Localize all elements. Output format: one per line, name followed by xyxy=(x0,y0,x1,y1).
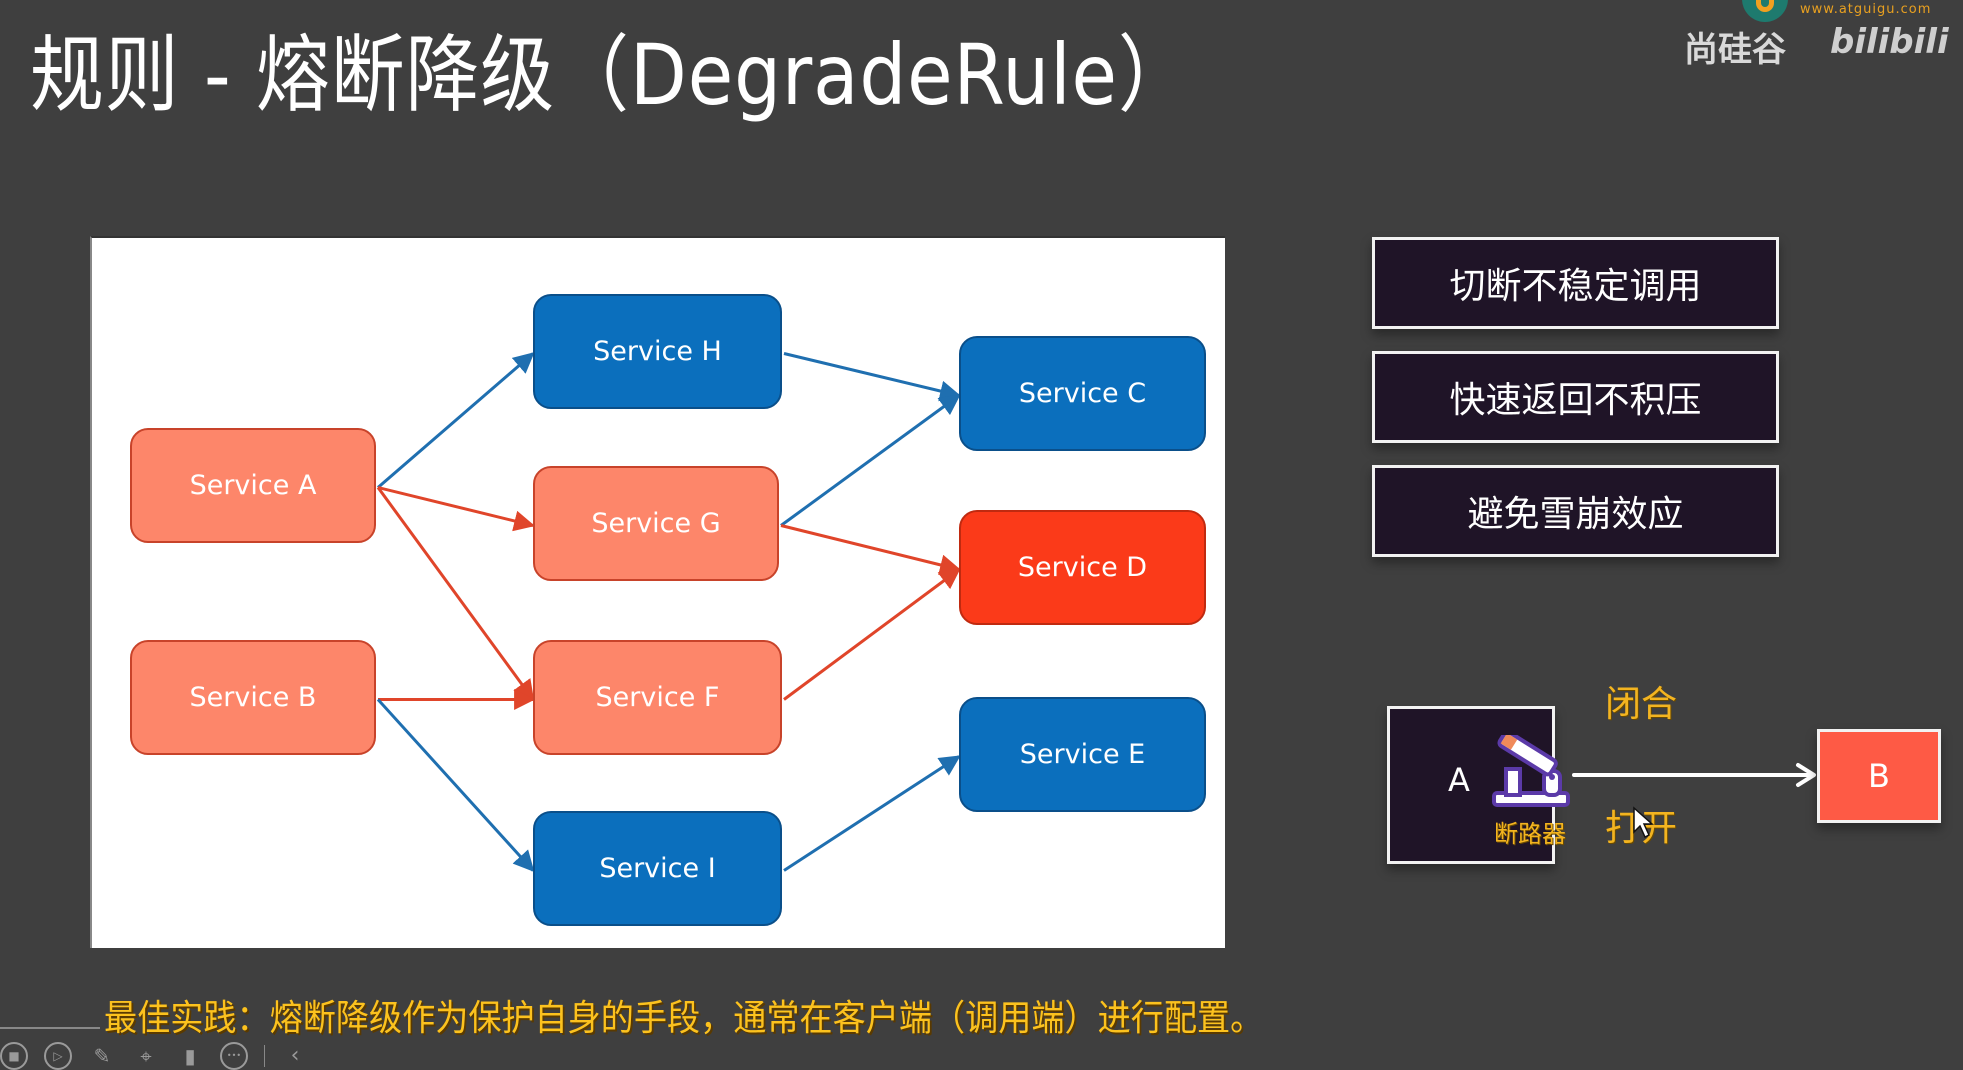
back-icon[interactable]: ‹ xyxy=(290,1043,300,1068)
service-i: Service I xyxy=(533,811,782,926)
slide-title: 规则 - 熔断降级（DegradeRule） xyxy=(30,26,1193,124)
breaker-label: 断路器 xyxy=(1494,820,1566,848)
benefit-label: 避免雪崩效应 xyxy=(1467,494,1684,535)
service-f: Service F xyxy=(533,640,782,755)
service-e: Service E xyxy=(959,697,1206,812)
service-label: Service B xyxy=(189,682,317,713)
service-label: Service D xyxy=(1017,552,1148,583)
benefit-cut-unstable-calls: 切断不稳定调用 xyxy=(1372,237,1779,329)
stop-icon[interactable]: ■ xyxy=(0,1042,28,1070)
player-controls: ■ ▷ ✎ ⌖ ▮ ••• ‹ xyxy=(0,1042,380,1070)
bilibili-logo: bilibili xyxy=(1830,22,1949,62)
benefit-label: 快速返回不积压 xyxy=(1449,380,1702,421)
circuit-breaker-icon xyxy=(1492,735,1570,807)
player-separator xyxy=(264,1045,265,1067)
service-label: Service F xyxy=(595,682,720,713)
mouse-cursor-icon xyxy=(1633,806,1654,839)
service-c: Service C xyxy=(959,336,1206,451)
edge-i-to-e xyxy=(783,755,961,872)
service-label: Service I xyxy=(599,853,716,884)
service-call-diagram: Service A Service B Service H Service G … xyxy=(90,236,1225,948)
edge-a-to-h xyxy=(377,352,535,489)
closed-state-label: 闭合 xyxy=(1605,684,1678,725)
service-a: Service A xyxy=(130,428,376,543)
service-label: Service A xyxy=(189,470,317,501)
watermark: www.atguigu.com 尚硅谷 bilibili xyxy=(1640,0,1963,96)
more-icon[interactable]: ••• xyxy=(220,1042,248,1070)
player-progress-line xyxy=(0,1027,100,1029)
diagram-edges xyxy=(376,352,962,873)
service-label: Service H xyxy=(593,336,722,367)
edge-a-to-g xyxy=(377,486,536,532)
edge-g-to-c xyxy=(780,394,961,527)
service-h: Service H xyxy=(533,294,782,409)
edge-f-to-d xyxy=(783,568,961,701)
service-label: Service G xyxy=(591,508,721,539)
atguigu-logo-icon xyxy=(1742,0,1788,22)
service-b: Service B xyxy=(130,640,376,755)
camera-icon[interactable]: ▮ xyxy=(184,1044,196,1068)
benefit-avoid-avalanche: 避免雪崩效应 xyxy=(1372,465,1779,557)
call-arrow xyxy=(1572,763,1816,787)
best-practice-note: 最佳实践：熔断降级作为保护自身的手段，通常在客户端（调用端）进行配置。 xyxy=(104,998,1264,1039)
watermark-brand: 尚硅谷 xyxy=(1684,30,1786,70)
screenshot-icon[interactable]: ⌖ xyxy=(140,1044,152,1068)
benefit-label: 切断不稳定调用 xyxy=(1449,266,1702,307)
service-label: Service C xyxy=(1018,378,1147,409)
edge-b-to-i xyxy=(376,698,535,873)
callee-node-b: B xyxy=(1817,729,1941,823)
caller-label: A xyxy=(1448,761,1470,799)
service-d: Service D xyxy=(959,510,1206,625)
callee-label: B xyxy=(1868,757,1890,795)
edge-g-to-d xyxy=(780,524,962,576)
watermark-url: www.atguigu.com xyxy=(1800,2,1932,17)
edge-h-to-c xyxy=(783,352,962,402)
edge-a-to-f xyxy=(376,486,535,702)
play-icon[interactable]: ▷ xyxy=(44,1042,72,1070)
service-label: Service E xyxy=(1019,739,1146,770)
pen-icon[interactable]: ✎ xyxy=(93,1044,111,1068)
service-g: Service G xyxy=(533,466,779,581)
benefit-fast-return: 快速返回不积压 xyxy=(1372,351,1779,443)
